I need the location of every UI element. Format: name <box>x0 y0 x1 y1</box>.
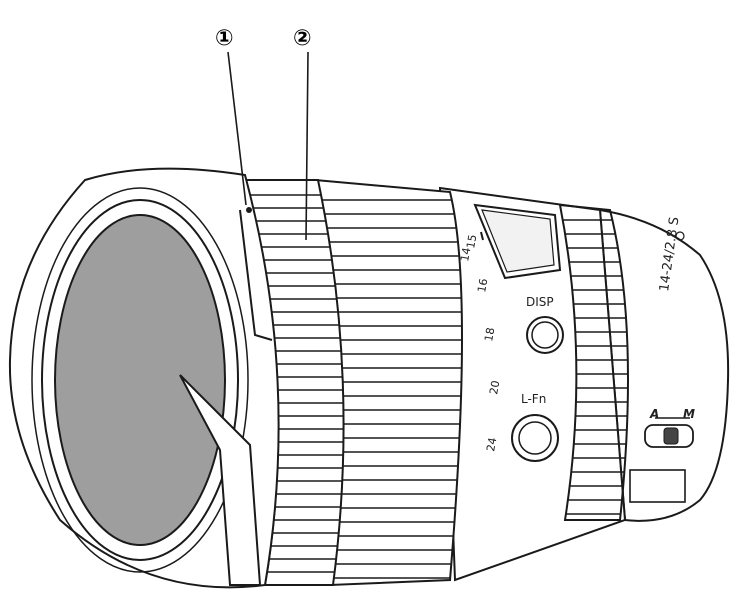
control-panel <box>473 203 562 280</box>
switch-label-a: A <box>649 407 659 421</box>
focal-scale-16: 16 <box>475 277 490 293</box>
front-element-glass <box>54 214 226 546</box>
focal-scale-20: 20 <box>487 379 502 395</box>
leader-line-1 <box>227 51 247 206</box>
focal-scale-24: 24 <box>484 436 499 452</box>
hood-notch <box>179 374 262 586</box>
zoom-ring <box>313 178 463 587</box>
switch-panel <box>629 469 686 503</box>
leader-line-2 <box>305 51 309 241</box>
callout-1: ① <box>215 26 234 51</box>
switch-label-m: M <box>683 407 695 421</box>
lfn-button <box>511 414 559 462</box>
focal-scale-15: 15 <box>464 233 479 249</box>
lfn-label: L-Fn <box>521 392 546 406</box>
focal-scale-18: 18 <box>482 326 497 342</box>
mount-index-mark <box>675 231 685 241</box>
disp-label: DISP <box>526 295 554 309</box>
af-mf-switch <box>644 417 694 448</box>
disp-button <box>526 316 564 354</box>
focal-scale-14: 14 <box>458 246 473 262</box>
rear-barrel <box>438 186 730 582</box>
hood-index-mark <box>246 207 252 213</box>
callout-2: ② <box>293 26 312 51</box>
